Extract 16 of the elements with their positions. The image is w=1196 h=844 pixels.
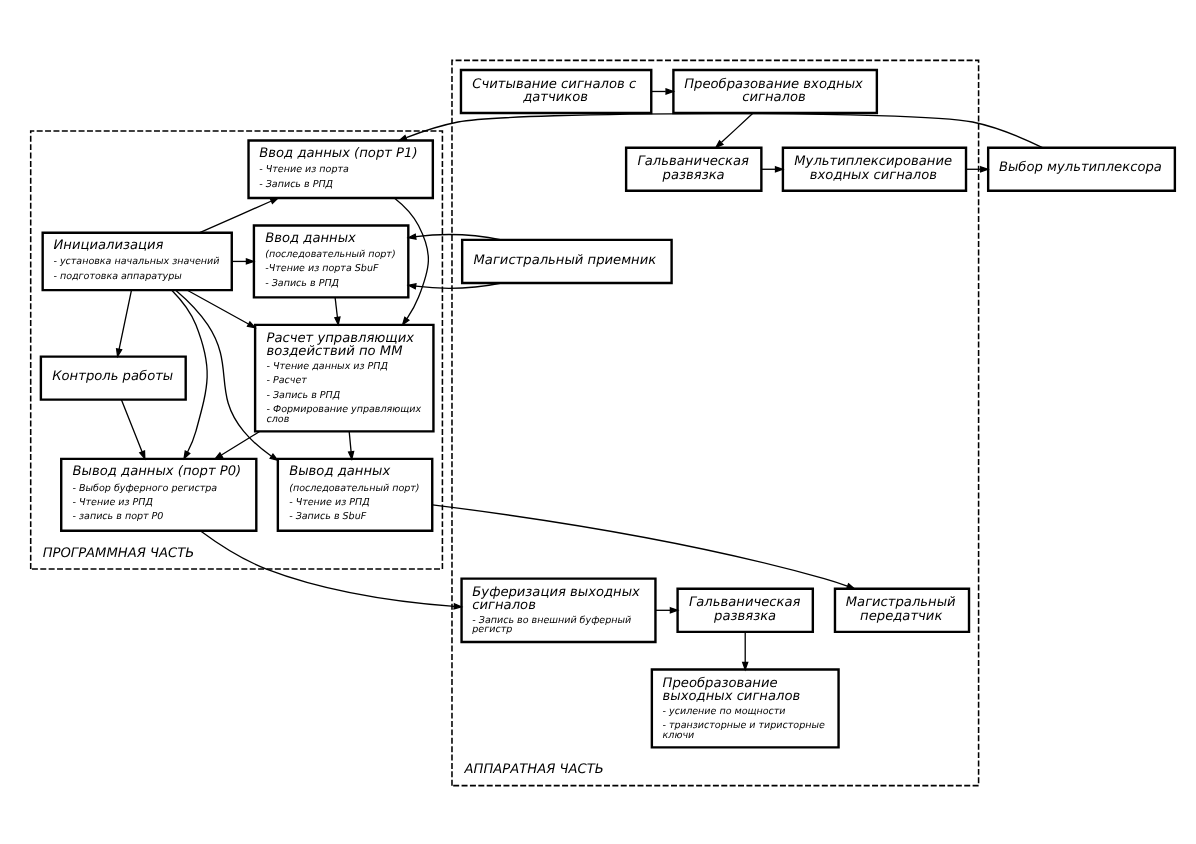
arrow <box>397 111 1044 148</box>
arrow <box>431 503 857 589</box>
arrow <box>199 196 280 233</box>
arrow <box>199 529 464 609</box>
arrow <box>714 111 754 148</box>
arrow <box>186 288 257 328</box>
arrow <box>333 295 341 326</box>
arrow <box>406 232 503 289</box>
arrow <box>213 429 261 459</box>
arrow <box>115 288 133 358</box>
arrow <box>171 288 208 460</box>
arrow <box>347 429 355 460</box>
arrow <box>393 196 430 326</box>
arrow <box>175 288 280 461</box>
arrow <box>741 630 749 671</box>
arrow <box>120 398 146 460</box>
